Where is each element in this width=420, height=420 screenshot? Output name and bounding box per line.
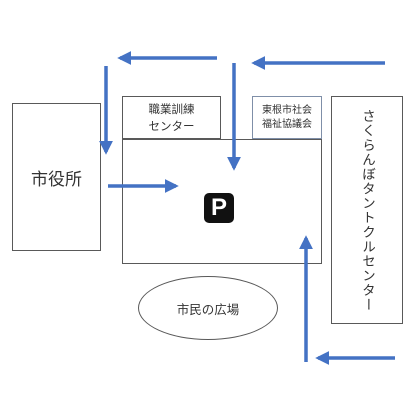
social-welfare-council-building: 東根市社会 福祉協議会 <box>252 96 322 139</box>
citizens-plaza-label: 市民の広場 <box>176 301 240 317</box>
parking-symbol: P <box>210 194 227 221</box>
city-hall-label: 市役所 <box>31 169 82 190</box>
city-hall-building: 市役所 <box>12 103 101 251</box>
parking-icon: P <box>204 193 234 223</box>
social-welfare-council-label: 東根市社会 福祉協議会 <box>262 104 312 130</box>
citizens-plaza: 市民の広場 <box>138 276 278 340</box>
sakuranbo-tantokuru-center-building: さくらんぼタントクルセンター <box>331 96 403 324</box>
vocational-training-center-building: 職業訓練 センター <box>122 96 221 139</box>
vocational-training-center-label: 職業訓練 センター <box>148 101 195 133</box>
sakuranbo-tantokuru-center-label: さくらんぼタントクルセンター <box>359 108 375 312</box>
